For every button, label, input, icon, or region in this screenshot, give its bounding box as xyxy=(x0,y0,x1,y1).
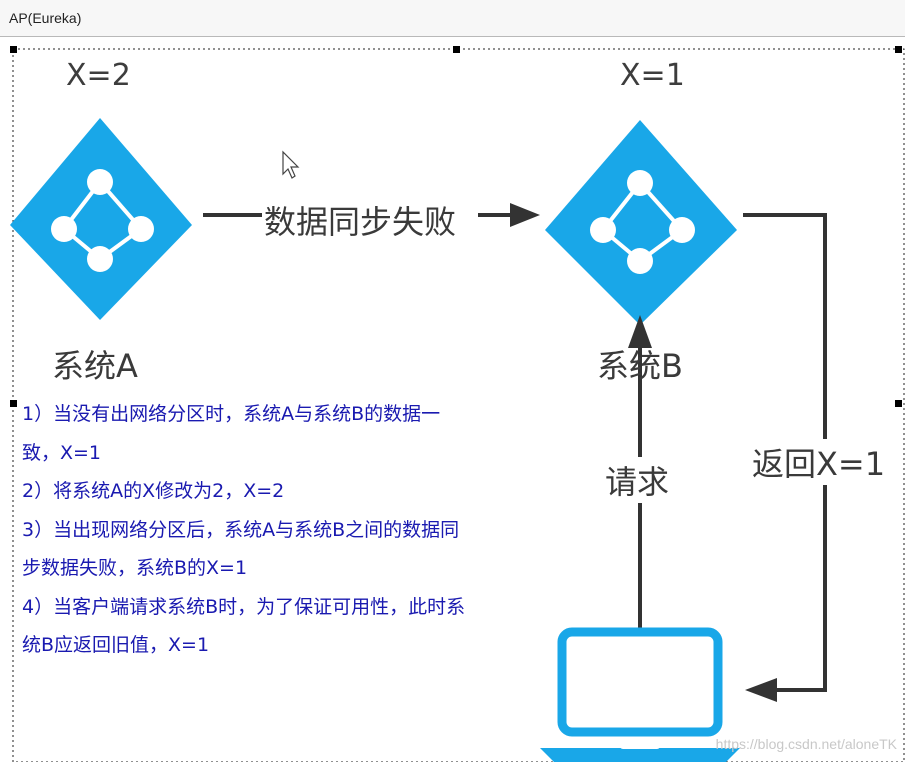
note-line: 3）当出现网络分区后，系统A与系统B之间的数据同 xyxy=(22,518,460,541)
request-label: 请求 xyxy=(605,457,670,503)
selection-handle-middle-left[interactable] xyxy=(10,400,17,407)
window-title: AP(Eureka) xyxy=(9,10,82,26)
note-line: 2）将系统A的X修改为2，X=2 xyxy=(22,480,285,502)
sync-failed-label: 数据同步失败 xyxy=(264,203,457,241)
response-label: 返回X=1 xyxy=(752,439,886,485)
system-a-node-icon xyxy=(10,118,192,320)
selection-handle-top-right[interactable] xyxy=(895,46,902,53)
note-line: 统B应返回旧值，X=1 xyxy=(22,634,210,656)
request-arrow-head xyxy=(628,315,652,348)
selection-handle-top-middle[interactable] xyxy=(453,46,460,53)
window-title-bar: AP(Eureka) xyxy=(0,0,905,37)
system-b-value-label: X=1 xyxy=(620,58,685,93)
diagram-graphics xyxy=(10,46,905,762)
note-line: 4）当客户端请求系统B时，为了保证可用性，此时系 xyxy=(22,595,466,618)
mouse-pointer-icon xyxy=(282,150,300,179)
system-a-name-label: 系统A xyxy=(52,347,138,385)
client-laptop-icon xyxy=(540,627,740,762)
note-line: 致，X=1 xyxy=(22,441,102,464)
response-arrow-head xyxy=(745,678,777,702)
diagram-canvas: X=2 X=1 数据同步失败 系统A 系统B 请求 返回X=1 1）当没有出网络… xyxy=(0,37,905,762)
system-b-node-icon xyxy=(545,120,737,325)
selection-handle-top-left[interactable] xyxy=(10,46,17,53)
system-a-value-label: X=2 xyxy=(66,58,131,93)
watermark-text: https://blog.csdn.net/aloneTK xyxy=(715,736,897,752)
note-line: 1）当没有出网络分区时，系统A与系统B的数据一 xyxy=(22,403,441,425)
system-b-name-label: 系统B xyxy=(597,347,683,385)
explanation-notes: 1）当没有出网络分区时，系统A与系统B的数据一 致，X=1 2）将系统A的X修改… xyxy=(22,395,562,665)
note-line: 步数据失败，系统B的X=1 xyxy=(22,557,248,579)
sync-arrow-head xyxy=(510,203,540,227)
selection-handle-middle-right[interactable] xyxy=(895,400,902,407)
